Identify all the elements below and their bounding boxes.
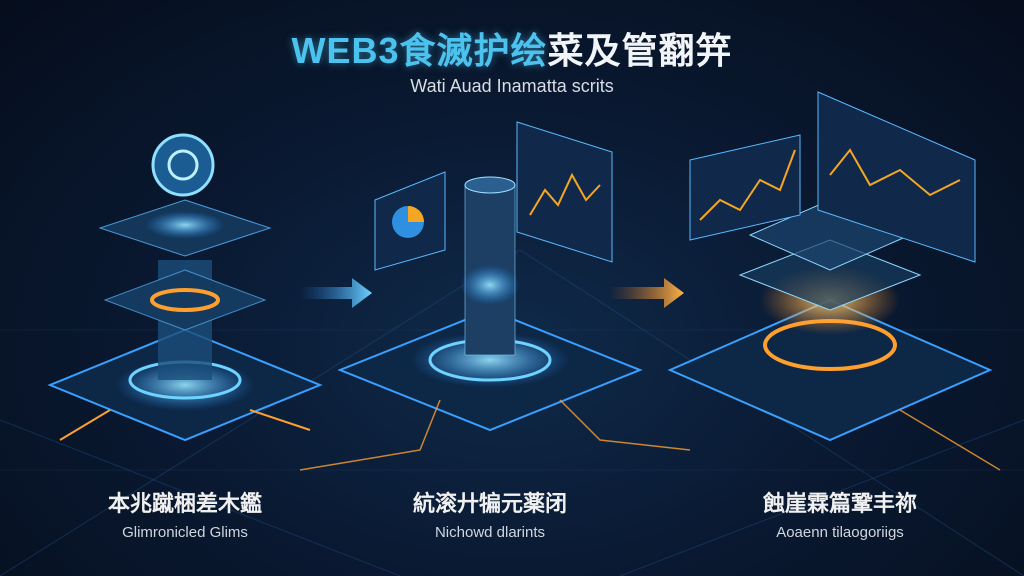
arrow-right-icon [610,278,684,308]
pie-panel [374,171,446,271]
stage-3-title: 蝕崖霖篇鞏丰祢 [762,492,917,517]
stage-2-title: 䋁滚廾犏元薬闭 [412,492,567,517]
chart-panel [516,121,613,263]
chart-panel [689,134,801,241]
stage-3-subtitle: Aoaenn tilaogoriigs [776,524,904,541]
stage-1-subtitle: Glimronicled Glims [122,524,248,541]
stage-2-label: 䋁滚廾犏元薬闭 Nichowd dlarints [340,486,640,541]
stage-1-label: 本兆蹴梱差木鑑 Glimronicled Glims [35,486,335,541]
stage-1-graphic [47,133,323,442]
title-rest: 菜及管翻笄 [547,30,733,71]
stage-3-label: 蝕崖霖篇鞏丰祢 Aoaenn tilaogoriigs [690,486,990,541]
page-title: WEB3食滅护绘菜及管翻笄 [0,22,1024,74]
stage-2-subtitle: Nichowd dlarints [434,524,546,541]
stage-2-graphic [337,121,643,432]
subtitle: Wati Auad Inamatta scrits [410,76,614,96]
arrow-right-icon [300,278,372,308]
circuit-lines [299,399,1001,471]
stage-1-title: 本兆蹴梱差木鑑 [107,492,262,517]
title-accent: WEB3食滅护绘 [291,30,548,71]
chart-panel [817,91,976,263]
stage-3-graphic [667,91,993,442]
